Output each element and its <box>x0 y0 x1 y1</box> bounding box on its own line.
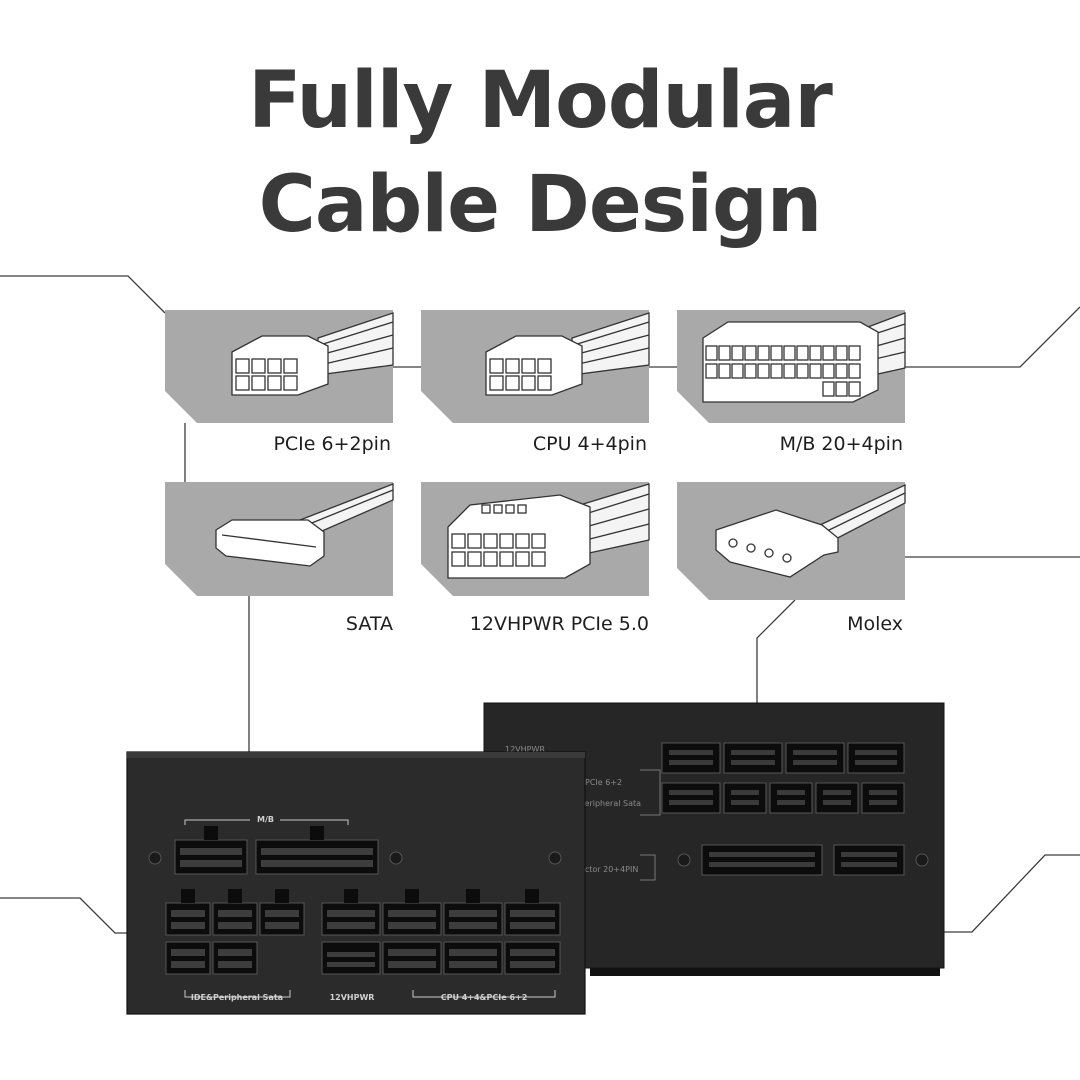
connector-label-cpu: CPU 4+4pin <box>533 433 647 455</box>
connector-panel-mb: M/B 20+4pin <box>677 310 906 455</box>
pcie-6-2pin-connector-icon <box>231 312 394 396</box>
leader-line-mb <box>905 306 1080 368</box>
mb-20-4pin-connector-icon <box>702 312 906 403</box>
cpu-4-4pin-connector-icon <box>485 312 650 396</box>
page-title-line-2: Cable Design <box>258 160 823 250</box>
connector-label-mb: M/B 20+4pin <box>780 433 903 455</box>
psu-front-label-12vhpwr: 12VHPWR <box>330 993 375 1002</box>
psu-front-label-ide: IDE&Peripheral Sata <box>191 993 283 1002</box>
leader-line-left-psu <box>0 897 128 934</box>
page-title-line-1: Fully Modular <box>248 56 833 146</box>
psu-back-label-peripheral: Peripheral Sata <box>580 799 641 808</box>
psu-front-label-cpu: CPU 4+4&PCIe 6+2 <box>441 993 528 1002</box>
psu-back-label-connector: ector 20+4PIN <box>580 865 638 874</box>
connector-label-sata: SATA <box>346 613 393 635</box>
connector-label-pcie: PCIe 6+2pin <box>273 433 391 455</box>
connector-panel-molex: Molex <box>677 482 906 635</box>
leader-lines <box>0 275 1080 934</box>
connector-panel-12vhpwr: 12VHPWR PCIe 5.0 <box>421 482 650 635</box>
connector-panel-cpu: CPU 4+4pin <box>421 310 650 455</box>
leader-line-right-psu <box>944 854 1080 933</box>
psu-back-label-pcie: PCIe 6+2 <box>585 778 622 787</box>
connector-panel-pcie: PCIe 6+2pin <box>165 310 394 455</box>
leader-line-molex-psu <box>756 599 796 704</box>
connector-panel-sata: SATA <box>165 482 394 635</box>
molex-connector-icon <box>715 483 906 578</box>
psu-front-unit: M/B <box>126 751 586 1015</box>
psu-back-label-12vhpwr: 12VHPWR <box>505 745 545 754</box>
connector-label-molex: Molex <box>847 613 903 635</box>
sata-connector-icon <box>215 483 394 567</box>
psu-front-label-mb: M/B <box>257 815 274 824</box>
12vhpwr-connector-icon <box>447 483 650 579</box>
connector-label-12vhpwr: 12VHPWR PCIe 5.0 <box>470 613 649 635</box>
leader-line-pcie <box>0 275 166 314</box>
